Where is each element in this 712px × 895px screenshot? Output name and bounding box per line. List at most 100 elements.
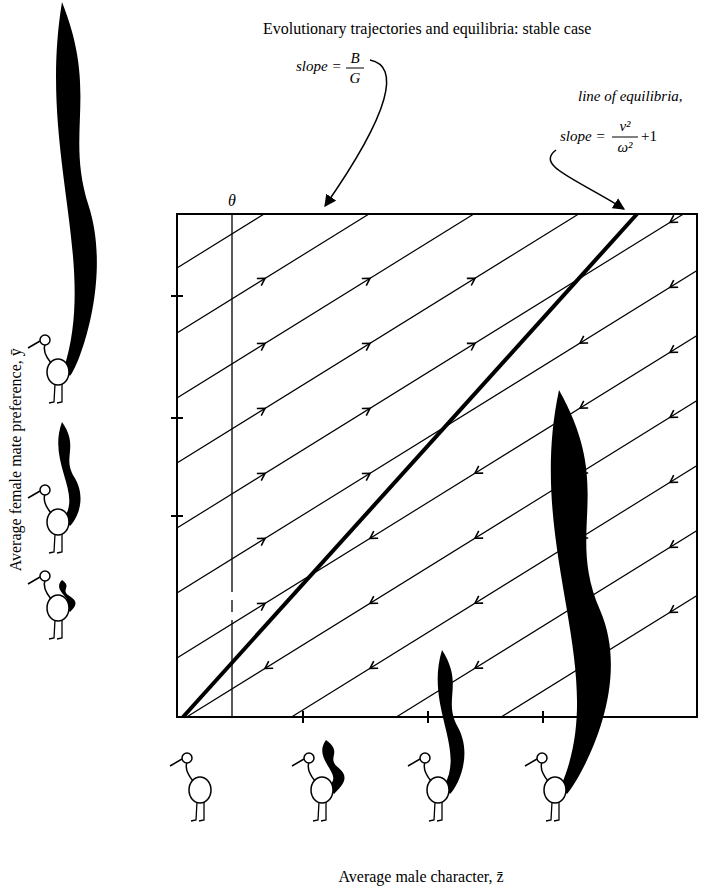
bird-neck xyxy=(186,762,193,781)
trajectory-arrow xyxy=(257,538,265,545)
trajectory-arrow xyxy=(670,540,678,547)
bird-leg xyxy=(313,802,319,821)
bird-leg xyxy=(57,384,62,403)
trajectory-line xyxy=(177,214,697,268)
bird-leg xyxy=(57,620,62,639)
annotation-label: slope = xyxy=(560,128,606,145)
bird-tail xyxy=(56,2,97,376)
axis-label: Average female mate preference, ȳ xyxy=(7,348,25,571)
bird-tail xyxy=(438,650,465,794)
theta-line xyxy=(231,620,232,717)
trajectory-line xyxy=(177,214,697,528)
bird xyxy=(170,753,211,821)
bird xyxy=(525,390,611,821)
bird-leg xyxy=(437,802,442,821)
trajectory-arrow xyxy=(475,596,483,603)
trajectory-arrow xyxy=(475,466,483,473)
trajectory-arrow xyxy=(467,343,475,350)
trajectory-arrow xyxy=(580,336,588,343)
trajectory-arrow xyxy=(670,280,678,287)
trajectory-arrow xyxy=(257,278,265,285)
bird-beak xyxy=(28,491,40,498)
bird-leg xyxy=(49,384,55,403)
bird-leg xyxy=(49,534,55,553)
annotation-label: θ xyxy=(228,192,236,210)
leader-arrow xyxy=(550,150,624,209)
bird-neck xyxy=(541,762,548,781)
trajectory-arrow xyxy=(580,401,588,408)
bird-head xyxy=(182,753,192,763)
bird-head xyxy=(40,571,50,581)
bird-neck xyxy=(44,344,51,363)
trajectory-arrow xyxy=(467,278,475,285)
trajectory-line xyxy=(177,531,697,717)
trajectory-arrow xyxy=(670,605,678,612)
annotation-label: G xyxy=(350,70,361,87)
trajectory-arrow xyxy=(670,475,678,482)
theta-line xyxy=(231,600,232,612)
bird-leg xyxy=(49,620,55,639)
annotation-label: slope = xyxy=(296,58,342,75)
bird-head xyxy=(420,753,430,763)
bird xyxy=(28,2,97,403)
trajectory-arrow xyxy=(362,343,370,350)
trajectory-arrow xyxy=(670,345,678,352)
trajectory-arrow xyxy=(475,531,483,538)
bird-beak xyxy=(28,577,40,584)
trajectory-arrow xyxy=(362,278,370,285)
trajectory-arrow xyxy=(370,596,378,603)
trajectory-lines xyxy=(177,214,697,717)
bird-tail xyxy=(551,390,611,794)
fraction-bar xyxy=(346,68,364,69)
bird-neck xyxy=(44,580,51,599)
bird-leg xyxy=(429,802,435,821)
trajectory-arrow xyxy=(257,343,265,350)
trajectory-arrow xyxy=(670,215,678,222)
trajectory-arrow xyxy=(257,603,265,610)
bird-beak xyxy=(292,759,304,766)
trajectory-line xyxy=(177,214,697,463)
trajectory-line xyxy=(177,336,697,658)
trajectory-arrow xyxy=(362,408,370,415)
bird xyxy=(292,740,345,821)
trajectory-arrow xyxy=(265,661,273,668)
theta-line xyxy=(231,214,232,592)
trajectory-arrow xyxy=(257,408,265,415)
axis-ticks xyxy=(171,296,543,723)
annotation-label: ω² xyxy=(617,139,632,156)
figure-title: Evolutionary trajectories and equilibria… xyxy=(263,20,591,38)
annotation-label: +1 xyxy=(641,128,657,145)
trajectory-line xyxy=(177,401,697,717)
bird-head xyxy=(304,753,314,763)
bird-leg xyxy=(321,802,326,821)
bird-neck xyxy=(424,762,431,781)
axis-label: Average male character, z̄ xyxy=(338,868,503,886)
fraction-bar xyxy=(612,137,638,138)
trajectory-arrow xyxy=(257,473,265,480)
trajectory-arrow xyxy=(362,473,370,480)
bird-leg xyxy=(554,802,559,821)
plot-frame xyxy=(177,214,697,717)
bird-neck xyxy=(308,762,315,781)
trajectory-arrow xyxy=(670,410,678,417)
bird-neck xyxy=(44,494,51,513)
bird-leg xyxy=(199,802,204,821)
trajectory-line xyxy=(177,596,697,717)
bird-figures xyxy=(28,2,611,821)
bird xyxy=(28,422,81,553)
bird-beak xyxy=(408,759,420,766)
trajectory-arrow xyxy=(370,531,378,538)
trajectory-line xyxy=(177,214,697,398)
bird-head xyxy=(40,485,50,495)
bird xyxy=(408,650,464,821)
bird-head xyxy=(537,753,547,763)
leader-arrow xyxy=(325,60,387,206)
trajectory-line xyxy=(177,466,697,717)
annotation-label: line of equilibria, xyxy=(578,88,683,105)
bird-beak xyxy=(28,341,40,348)
bird-leg xyxy=(57,534,62,553)
bird-leg xyxy=(191,802,197,821)
bird-leg xyxy=(546,802,552,821)
trajectory-line xyxy=(177,271,697,593)
annotation-label: B xyxy=(350,50,359,67)
